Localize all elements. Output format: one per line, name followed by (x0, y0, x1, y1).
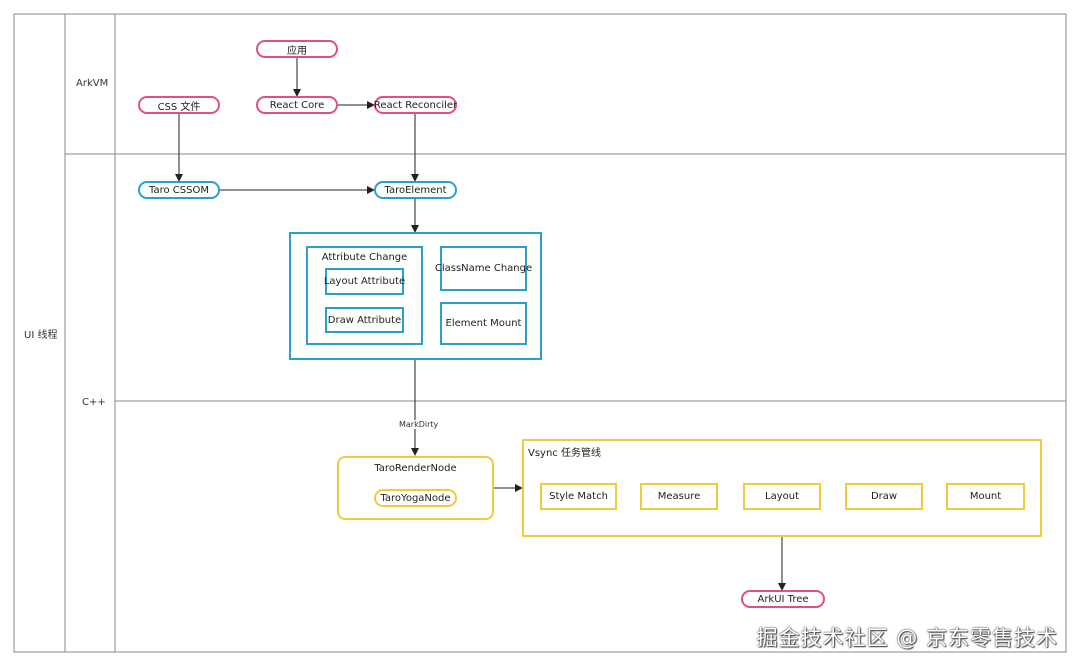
node-draw: Draw (845, 483, 923, 510)
watermark: 掘金技术社区 @ 京东零售技术 (756, 626, 1058, 650)
node-taro-render-node: TaroRenderNode (337, 456, 494, 520)
node-draw-attribute: Draw Attribute (325, 307, 404, 333)
vsync-pipeline-title: Vsync 任务管线 (528, 448, 601, 459)
node-react-core: React Core (256, 96, 338, 114)
attribute-change-title: Attribute Change (321, 252, 408, 263)
taro-render-node-title: TaroRenderNode (374, 463, 457, 474)
node-taro-cssom: Taro CSSOM (138, 181, 220, 199)
lane-label-arkvm: ArkVM (76, 78, 109, 89)
node-measure: Measure (640, 483, 718, 510)
node-react-reconciler: React Reconciler (374, 96, 457, 114)
node-arkui-tree: ArkUI Tree (741, 590, 825, 608)
node-layout: Layout (743, 483, 821, 510)
lane-label-ui-thread: UI 线程 (24, 330, 58, 341)
node-app: 应用 (256, 40, 338, 58)
lane-label-cpp: C++ (82, 397, 106, 408)
node-style-match: Style Match (540, 483, 617, 510)
edge-label-markdirty: MarkDirty (397, 420, 441, 429)
node-element-mount: Element Mount (440, 302, 527, 345)
lane-frame (13, 13, 1067, 653)
node-taro-element: TaroElement (374, 181, 457, 199)
node-classname-change: ClassName Change (435, 246, 532, 291)
node-layout-attribute: Layout Attribute (324, 268, 405, 295)
node-taro-yoga-node: TaroYogaNode (374, 489, 457, 507)
node-mount: Mount (946, 483, 1025, 510)
node-css-file: CSS 文件 (138, 96, 220, 114)
